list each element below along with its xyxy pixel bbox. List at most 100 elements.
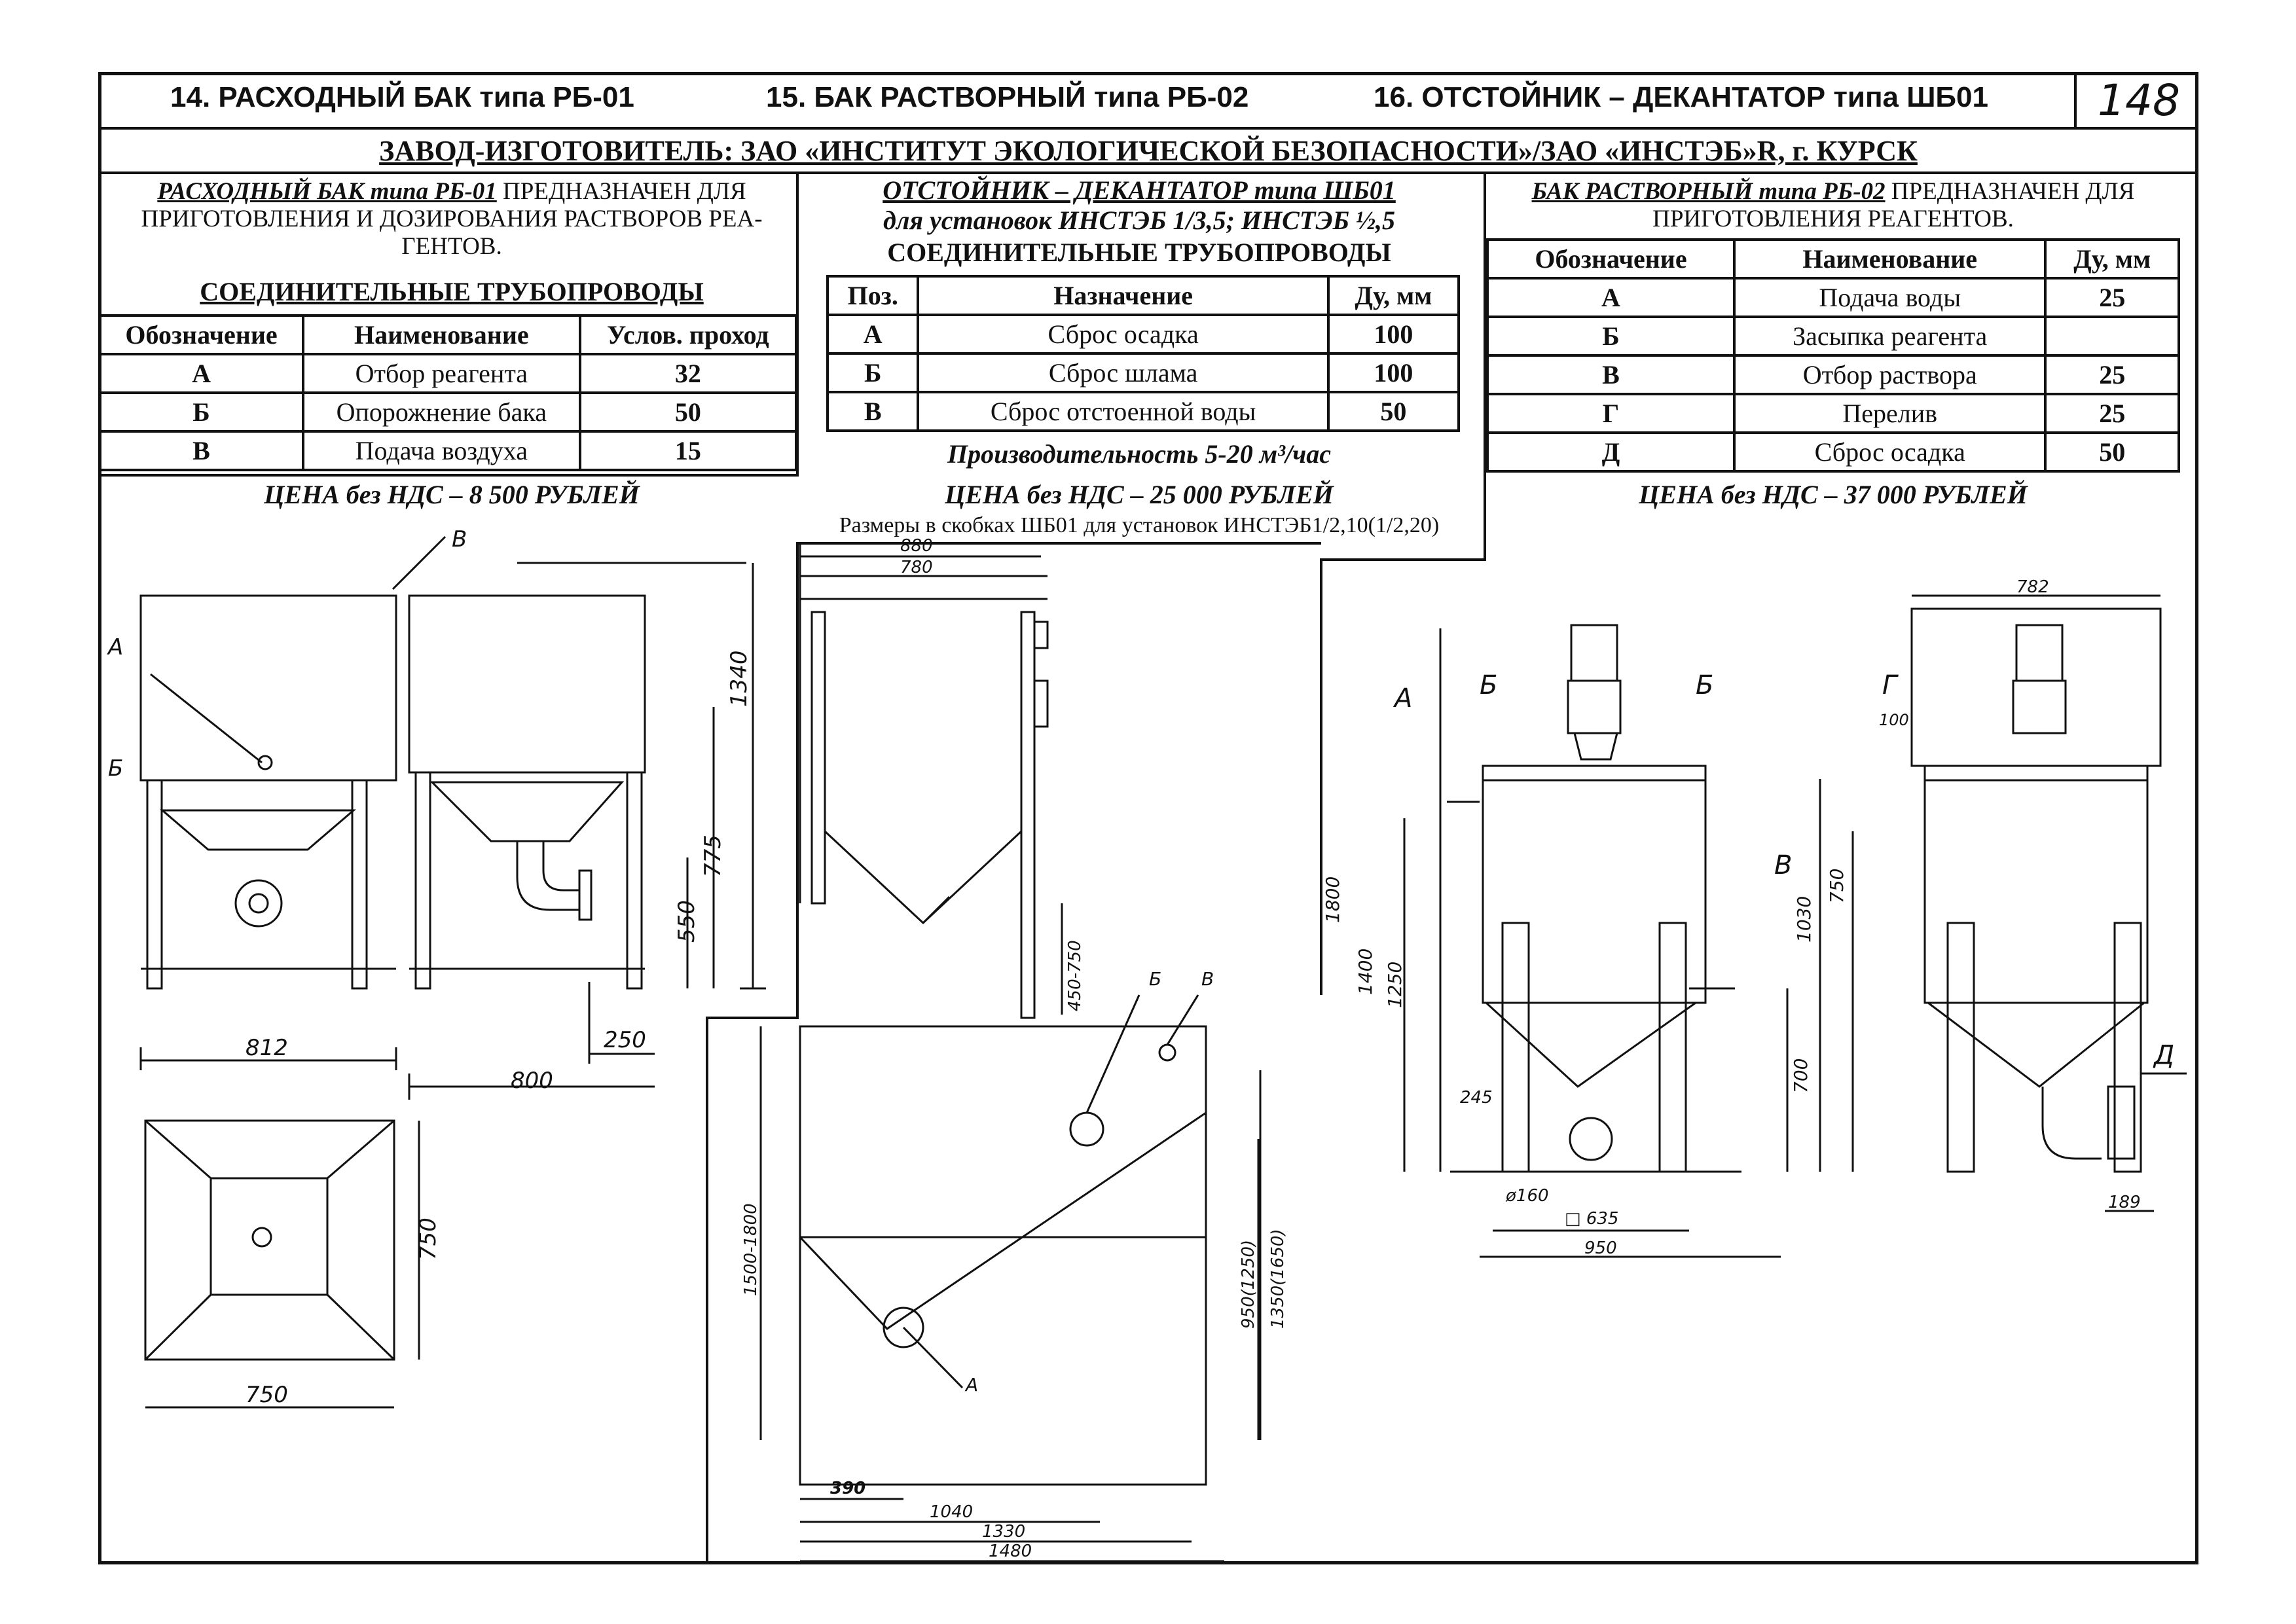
right-block-border <box>1320 174 1486 995</box>
right-side-view <box>1819 594 2187 1212</box>
center-pipes-table: Поз. Назначение Ду, мм А Сброс осадка 10… <box>826 275 1461 432</box>
table-row: А Сброс осадка 100 <box>826 314 1461 355</box>
center-dim-1480: 1480 <box>989 1542 1032 1561</box>
right-label-d: Д <box>2153 1040 2174 1070</box>
right-dim-1800: 1800 <box>1322 876 1343 923</box>
header-item-15: 15. БАК РАСТВОРНЫЙ типа РБ-02 <box>766 81 1249 113</box>
sheet-frame <box>98 72 2198 1564</box>
right-dim-100: 100 <box>1879 711 1909 729</box>
table-cell: 15 <box>578 430 798 471</box>
table-row: В Подача воздуха 15 <box>98 430 798 471</box>
right-dim-160: ø160 <box>1505 1186 1549 1206</box>
left-label-a: А <box>107 634 123 660</box>
table-cell: Перелив <box>1732 393 2047 434</box>
center-dim-780: 780 <box>900 558 933 577</box>
left-dim-812: 812 <box>246 1035 288 1061</box>
manufacturer-line: ЗАВОД-ИЗГОТОВИТЕЛЬ: ЗАО «ИНСТИТУТ ЭКОЛОГ… <box>98 130 2198 174</box>
right-label-a: А <box>1393 683 1412 713</box>
table-cell: 25 <box>2044 277 2180 318</box>
left-pipes-heading: СОЕДИНИТЕЛЬНЫЕ ТРУБОПРОВОДЫ <box>200 277 704 306</box>
table-cell: Подача воды <box>1732 277 2047 318</box>
right-dim-782: 782 <box>2016 577 2049 597</box>
column-header: Ду, мм <box>1326 275 1461 316</box>
table-row: Б Сброс шлама 100 <box>826 352 1461 393</box>
right-dim-635: □ 635 <box>1565 1209 1618 1229</box>
table-cell: 100 <box>1326 314 1461 355</box>
column-header: Наименование <box>1732 238 2047 280</box>
table-cell: А <box>1486 277 1736 318</box>
center-dim-1500-1800: 1500-1800 <box>741 1203 761 1296</box>
center-capacity: Производительность 5-20 м³/час <box>947 439 1331 469</box>
table-header-row: Обозначение Наименование Ду, мм <box>1486 238 2180 280</box>
right-description: БАК РАСТВОРНЫЙ типа РБ-02 ПРЕДНАЗНАЧЕН Д… <box>1486 178 2180 233</box>
right-dim-245: 245 <box>1460 1088 1493 1108</box>
left-description: РАСХОДНЫЙ БАК типа РБ-01 ПРЕДНАЗНАЧЕН ДЛ… <box>105 178 799 261</box>
right-dim-1400: 1400 <box>1355 948 1376 995</box>
right-label-b1: Б <box>1480 670 1497 700</box>
right-dim-750: 750 <box>1826 869 1848 903</box>
center-label-a: А <box>964 1374 978 1396</box>
right-front-view <box>1403 624 1789 1258</box>
center-note: Размеры в скобках ШБ01 для установок ИНС… <box>839 513 1440 537</box>
table-row: А Подача воды 25 <box>1486 277 2180 318</box>
column-header: Обозначение <box>1486 238 1736 280</box>
center-dim-390: 390 <box>830 1479 866 1498</box>
table-row: Б Засыпка реагента <box>1486 316 2180 357</box>
header-item-14: 14. РАСХОДНЫЙ БАК типа РБ-01 <box>170 81 634 113</box>
table-cell: Сброс осадка <box>1732 431 2047 473</box>
table-row: Б Опорожнение бака 50 <box>98 391 798 433</box>
table-cell: В <box>826 391 920 432</box>
right-dim-189: 189 <box>2108 1193 2141 1212</box>
left-price: ЦЕНА без НДС – 8 500 РУБЛЕЙ <box>264 480 640 509</box>
center-plan-view <box>759 994 1262 1562</box>
left-dim-750-side: 750 <box>415 1218 441 1260</box>
table-cell: 50 <box>2044 431 2180 473</box>
right-label-g: Г <box>1882 670 1899 700</box>
table-cell: Отбор раствора <box>1732 354 2047 395</box>
table-cell: Подача воздуха <box>302 430 581 471</box>
left-side-view <box>139 535 446 1070</box>
left-label-v: В <box>452 526 467 552</box>
table-cell: 32 <box>578 353 798 394</box>
center-dim-880: 880 <box>900 536 933 556</box>
left-pipes-table: Обозначение Наименование Услов. проход А… <box>98 314 798 471</box>
right-title-rest: ПРЕДНАЗНАЧЕН ДЛЯ ПРИГОТОВЛЕНИЯ РЕАГЕНТОВ… <box>1652 178 2135 232</box>
center-dim-1350: 1350(1650) <box>1268 1229 1288 1329</box>
table-cell: Б <box>98 391 305 433</box>
right-label-v: В <box>1774 850 1792 880</box>
left-title-rest: ПРЕДНАЗНАЧЕН ДЛЯ ПРИГОТОВЛЕНИЯ И ДОЗИРОВ… <box>141 178 763 260</box>
page-number: 148 <box>2074 72 2201 130</box>
table-cell: Сброс отстоенной воды <box>917 391 1330 432</box>
center-subtitle: для установок ИНСТЭБ 1/3,5; ИНСТЭБ ½,5 <box>883 206 1395 235</box>
table-cell: 50 <box>578 391 798 433</box>
column-header: Назначение <box>917 275 1330 316</box>
center-dim-950: 950(1250) <box>1239 1240 1258 1329</box>
right-pipes-table: Обозначение Наименование Ду, мм А Подача… <box>1486 238 2180 473</box>
center-label-v: В <box>1201 968 1214 990</box>
left-dim-1340: 1340 <box>726 650 752 707</box>
left-dim-775: 775 <box>700 835 726 877</box>
center-dim-450-750: 450-750 <box>1065 940 1085 1011</box>
table-cell: Сброс осадка <box>917 314 1330 355</box>
center-label-b: Б <box>1149 968 1161 990</box>
left-dim-250: 250 <box>604 1027 646 1053</box>
center-title-block: ОТСТОЙНИК – ДЕКАНТАТОР типа ШБ01 для уст… <box>799 175 1480 236</box>
table-cell: Б <box>826 352 920 393</box>
table-cell: А <box>826 314 920 355</box>
table-cell: В <box>1486 354 1736 395</box>
table-row: А Отбор реагента 32 <box>98 353 798 394</box>
table-cell: А <box>98 353 305 394</box>
table-cell: Засыпка реагента <box>1732 316 2047 357</box>
right-label-b2: Б <box>1696 670 1713 700</box>
left-plan-view <box>144 1119 420 1409</box>
right-dim-1250: 1250 <box>1384 962 1406 1008</box>
table-header-row: Поз. Назначение Ду, мм <box>826 275 1461 316</box>
center-lower-border <box>706 542 1321 1564</box>
column-header: Наименование <box>302 314 581 355</box>
left-dim-800: 800 <box>511 1068 553 1094</box>
left-dim-750-bottom: 750 <box>246 1382 288 1408</box>
table-row: Д Сброс осадка 50 <box>1486 431 2180 473</box>
table-row: В Отбор раствора 25 <box>1486 354 2180 395</box>
right-dim-700: 700 <box>1790 1058 1812 1093</box>
table-cell: Сброс шлама <box>917 352 1330 393</box>
